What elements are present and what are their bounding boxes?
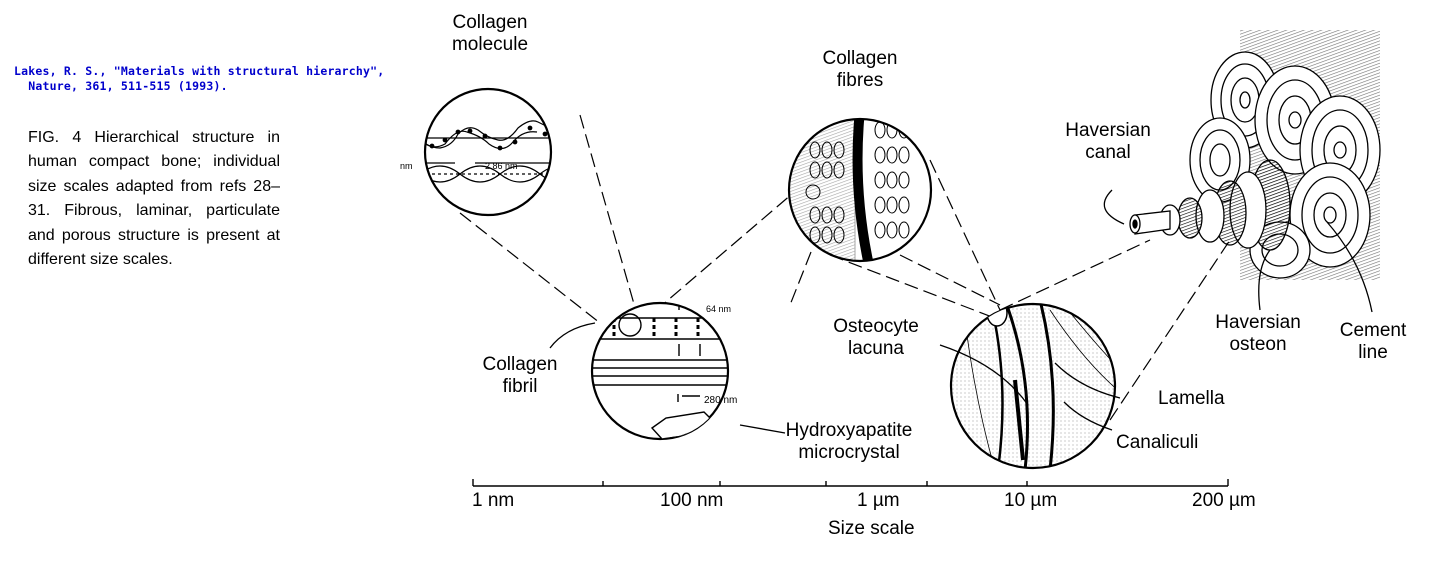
label-hydroxyapatite: Hydroxyapatite microcrystal bbox=[785, 420, 913, 463]
scale-tick-200um: 200 µm bbox=[1192, 490, 1256, 511]
lamella-circle bbox=[949, 302, 1117, 470]
dim-molecule-small: nm bbox=[400, 161, 413, 171]
citation-line-2: Nature, 361, 511-515 (1993). bbox=[14, 79, 228, 93]
label-haversian-canal: Haversian canal bbox=[1065, 120, 1151, 163]
label-osteocyte-lacuna: Osteocyte lacuna bbox=[833, 316, 919, 359]
scale-tick-1um: 1 µm bbox=[857, 490, 900, 511]
citation-line-1: Lakes, R. S., "Materials with structural… bbox=[14, 64, 385, 78]
scale-tick-10um: 10 µm bbox=[1004, 490, 1058, 511]
connector-lines bbox=[459, 114, 1231, 421]
size-scale-bar bbox=[472, 479, 1229, 487]
citation: Lakes, R. S., "Materials with structural… bbox=[14, 64, 384, 94]
osteon-bundle bbox=[1129, 30, 1381, 280]
label-canaliculi: Canaliculi bbox=[1116, 432, 1199, 453]
label-haversian-osteon: Haversian osteon bbox=[1215, 312, 1301, 355]
label-collagen-molecule: Collagen molecule bbox=[451, 12, 529, 55]
leader-lines bbox=[549, 189, 1373, 434]
collagen-fibres-circle bbox=[787, 117, 933, 263]
label-cement-line: Cement line bbox=[1339, 320, 1407, 363]
label-collagen-fibres: Collagen fibres bbox=[822, 48, 898, 91]
dim-molecule-period: 2.86 nm bbox=[485, 161, 518, 171]
dim-fibril-period: 280 nm bbox=[704, 395, 738, 406]
label-lamella: Lamella bbox=[1158, 388, 1225, 409]
scale-tick-1nm: 1 nm bbox=[472, 490, 515, 511]
figure-caption: FIG. 4 Hierarchical structure in human c… bbox=[28, 129, 280, 269]
label-collagen-fibril: Collagen fibril bbox=[482, 354, 558, 397]
haversian-osteon-layers bbox=[1129, 159, 1291, 251]
collagen-fibril-circle bbox=[590, 301, 730, 441]
scale-tick-100nm: 100 nm bbox=[660, 490, 724, 511]
collagen-molecule-circle bbox=[423, 87, 553, 217]
dim-fibril-band: 64 nm bbox=[706, 304, 732, 314]
scale-title: Size scale bbox=[828, 518, 915, 539]
